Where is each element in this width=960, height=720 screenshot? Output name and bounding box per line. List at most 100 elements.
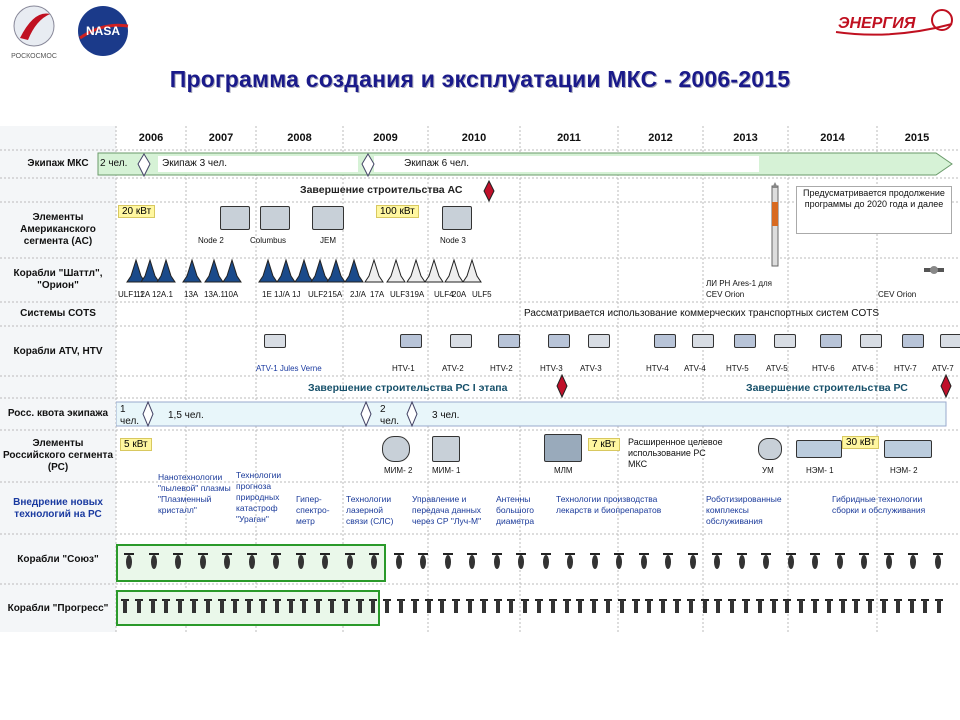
nem1-label: НЭМ- 1 [806,466,834,475]
soyuz-icon [661,550,675,577]
cargo-ship-icon [860,334,882,348]
cargo-ship-label: ATV-4 [684,364,706,373]
soyuz-icon [220,550,234,577]
mim2-icon [382,436,410,462]
shuttle-icon [327,260,345,282]
cargo-ship-label: HTV-3 [540,364,563,373]
progress-icon [782,596,792,621]
jem-label: JEM [320,236,336,245]
soyuz-icon [294,550,308,577]
soyuz-icon [441,550,455,577]
progress-icon [769,596,779,621]
future-note: Предусматривается продолжение программы … [796,186,952,234]
progress-icon [134,596,144,621]
soyuz-icon [367,550,381,577]
mim1-icon [432,436,460,462]
progress-icon [603,596,613,621]
progress-icon [299,596,309,621]
progress-icons [116,594,956,618]
year-2012: 2012 [618,132,703,144]
cargo-ship-icon [264,334,286,348]
ru-power-30kw: 30 кВт [842,436,879,449]
ru-extended-use: Расширенное целевое использование РС МКС [628,437,724,470]
progress-icon [217,596,227,621]
progress-icon [479,596,489,621]
um-icon [758,438,782,460]
tech-hyperspectrometer: Гипер- спектро- метр [296,494,336,527]
cargo-ship-icon [588,334,610,348]
soyuz-icon [808,550,822,577]
progress-icon [424,596,434,621]
tech-laser: Технологии лазерной связи (СЛС) [346,494,402,527]
shuttle-icon [445,260,463,282]
rs-complete-banner: Завершение строительства РС [746,382,908,394]
year-2014: 2014 [788,132,877,144]
progress-icon [893,596,903,621]
progress-icon [686,596,696,621]
row-label-ru-segment: Элементы Российского сегмента (РС) [2,430,114,482]
cargo-ship-icon [940,334,960,348]
columbus-icon [260,206,290,230]
soyuz-icon [906,550,920,577]
shuttle-flight-label: 10A [224,290,238,299]
year-2006: 2006 [116,132,186,144]
cargo-ship-label: ATV-2 [442,364,464,373]
shuttle-icon [425,260,443,282]
progress-icon [672,596,682,621]
soyuz-icon [122,550,136,577]
progress-icon [741,596,751,621]
soyuz-icon [710,550,724,577]
row-label-cots: Системы COTS [2,302,114,326]
progress-icon [203,596,213,621]
row-label-us-segment: Элементы Американского сегмента (АС) [2,204,114,256]
nem1-icon [796,440,842,458]
progress-icon [465,596,475,621]
progress-icon [368,596,378,621]
shuttle-flight-label: 12A [136,290,150,299]
quota-bar [116,400,960,430]
progress-icon [920,596,930,621]
ares-rocket-icon [768,182,782,277]
shuttle-icon [345,260,363,282]
shuttle-flight-label: ULF5 [472,290,492,299]
shuttle-icon [127,260,145,282]
soyuz-icon [490,550,504,577]
tech-robotics: Роботизированные комплексы обслуживания [706,494,794,527]
cargo-ship-icon [820,334,842,348]
page-title: Программа создания и эксплуатации МКС - … [0,66,960,93]
year-2010: 2010 [428,132,520,144]
progress-icon [589,596,599,621]
soyuz-icon [563,550,577,577]
shuttle-flight-label: ULF2 [308,290,328,299]
cargo-ship-label: HTV-4 [646,364,669,373]
shuttle-icon [365,260,383,282]
shuttle-icon [205,260,223,282]
progress-icon [189,596,199,621]
progress-icon [907,596,917,621]
row-label-quota: Росс. квота экипажа [2,402,114,426]
progress-icon [796,596,806,621]
soyuz-icon [416,550,430,577]
progress-icon [120,596,130,621]
us-complete-banner: Завершение строительства АС [300,184,462,196]
jem-icon [312,206,344,230]
soyuz-icon [784,550,798,577]
cargo-ship-label: ATV-5 [766,364,788,373]
soyuz-icon [514,550,528,577]
energia-logo-text: ЭНЕРГИЯ [838,15,916,32]
cargo-ship-icon [450,334,472,348]
node2-label: Node 2 [198,236,224,245]
rs1-diamond-icon [556,374,568,403]
mlm-label: МЛМ [554,466,573,475]
cargo-ship-label: HTV-7 [894,364,917,373]
cargo-ship-label: ATV-7 [932,364,954,373]
cargo-ship-label: ATV-1 Jules Verne [256,364,322,373]
roscosmos-caption: РОСКОСМОС [6,53,62,60]
shuttle-flight-label: 13A.1 [204,290,225,299]
nem2-icon [884,440,932,458]
energia-logo: ЭНЕРГИЯ [832,6,956,40]
shuttle-flight-label: 1E [262,290,272,299]
shuttle-icon [183,260,201,282]
shuttle-flight-label: 17A [370,290,384,299]
year-2008: 2008 [256,132,343,144]
